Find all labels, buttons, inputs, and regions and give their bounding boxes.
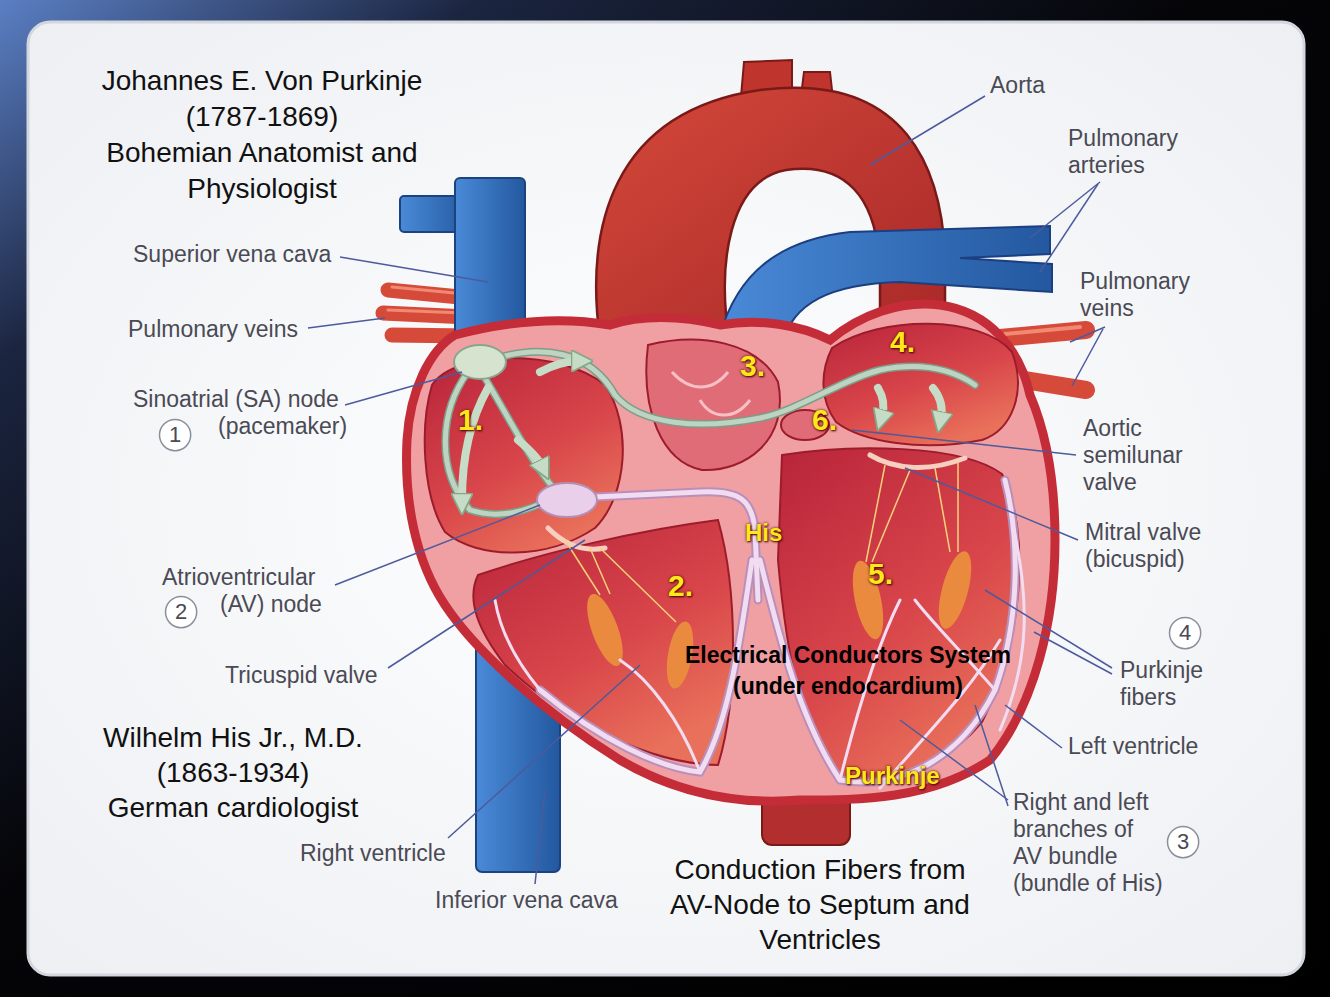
step-number: 3. bbox=[740, 349, 765, 383]
flow-arrow bbox=[518, 440, 542, 466]
part-label: Purkinje fibers bbox=[1120, 657, 1203, 711]
chorda bbox=[866, 465, 885, 562]
purkinje-fibres bbox=[495, 520, 1024, 788]
ventricular-conduction bbox=[495, 480, 1024, 788]
leader-line bbox=[905, 468, 1078, 540]
system-note: Electrical Conductors System (under endo… bbox=[685, 640, 1011, 702]
leader-line bbox=[535, 790, 545, 884]
sa-node bbox=[454, 345, 506, 379]
purkinje-fibre bbox=[620, 660, 700, 772]
leader-line bbox=[448, 665, 640, 838]
conduction-fibres bbox=[540, 480, 1015, 782]
part-label: Left ventricle bbox=[1068, 733, 1198, 760]
callout-number: 4 bbox=[1179, 621, 1191, 645]
vein-highlight bbox=[388, 310, 463, 313]
part-label: Superior vena cava bbox=[133, 241, 331, 268]
circle-shape bbox=[165, 596, 196, 627]
step-number: 5. bbox=[868, 557, 893, 591]
leader-line bbox=[852, 430, 1076, 455]
leader-line bbox=[345, 372, 462, 405]
leader-line bbox=[1072, 329, 1103, 386]
heart-wall bbox=[407, 304, 1055, 801]
papillary-muscle bbox=[580, 590, 630, 670]
panel bbox=[28, 22, 1304, 975]
callout-number: 3 bbox=[1177, 830, 1189, 854]
vein-highlight bbox=[1005, 327, 1080, 334]
part-label: Right ventricle bbox=[300, 840, 446, 867]
valve-cusps bbox=[672, 372, 750, 415]
left-bundle-branch bbox=[760, 480, 1015, 782]
step-number: 2. bbox=[668, 569, 693, 603]
circle-shape bbox=[159, 419, 190, 450]
flow-arrow bbox=[540, 361, 578, 372]
leader-line bbox=[340, 257, 488, 282]
pulmonary-valve bbox=[646, 340, 780, 470]
leader-line bbox=[975, 705, 1008, 806]
flow-arrow bbox=[878, 388, 884, 416]
leader-line bbox=[335, 505, 540, 585]
callout-circle: 4 bbox=[1168, 616, 1202, 650]
callout-circle: 1 bbox=[158, 418, 192, 452]
biography-note: Johannes E. Von Purkinje (1787-1869) Boh… bbox=[102, 63, 423, 207]
part-label: Aorta bbox=[990, 72, 1045, 99]
circle-shape bbox=[1167, 826, 1198, 857]
av-node bbox=[537, 483, 597, 517]
part-label: Right and left branches of AV bundle (bu… bbox=[1013, 789, 1163, 897]
leader-line bbox=[1005, 705, 1062, 748]
leader-line bbox=[1030, 182, 1100, 238]
tract bbox=[485, 378, 555, 490]
branch-outline bbox=[760, 480, 1015, 782]
callout-number: 1 bbox=[169, 423, 181, 447]
chorda bbox=[600, 548, 676, 622]
caption: Conduction Fibers from AV-Node to Septum… bbox=[670, 852, 970, 957]
part-label: Pulmonary arteries bbox=[1068, 125, 1178, 179]
purkinje-fibre bbox=[495, 600, 540, 690]
step-number: 1. bbox=[458, 403, 483, 437]
callout-circle: 2 bbox=[164, 595, 198, 629]
chorda bbox=[872, 470, 910, 562]
flow-arrows bbox=[462, 361, 942, 500]
part-label: Tricuspid valve bbox=[225, 662, 378, 689]
part-label: Pulmonary veins bbox=[128, 316, 298, 343]
part-label: Mitral valve (bicuspid) bbox=[1085, 519, 1201, 573]
callout-circle: 3 bbox=[1166, 825, 1200, 859]
leader-line bbox=[388, 540, 585, 668]
chorda bbox=[565, 540, 600, 595]
part-label: Sinoatrial (SA) node bbox=[133, 386, 339, 413]
purkinje-fibre bbox=[1000, 520, 1024, 730]
left-atrium bbox=[823, 324, 1017, 445]
papillary-muscle bbox=[932, 548, 978, 632]
tract-outline bbox=[485, 378, 555, 490]
tract-outline bbox=[498, 352, 975, 424]
part-label: Aortic semilunar valve bbox=[1083, 415, 1183, 496]
step-number: 6. bbox=[812, 403, 837, 437]
chordae-tendineae bbox=[565, 462, 958, 622]
part-label: (pacemaker) bbox=[218, 413, 347, 440]
part-label: Pulmonary veins bbox=[1080, 268, 1190, 322]
leader-line bbox=[1040, 184, 1098, 272]
part-label: Inferior vena cava bbox=[435, 887, 618, 914]
callout-number: 2 bbox=[175, 600, 187, 624]
leader-line bbox=[870, 96, 985, 165]
tract bbox=[498, 352, 975, 424]
structure-tag: Purkinje bbox=[845, 759, 940, 793]
leader-line bbox=[1034, 632, 1112, 674]
leader-lines bbox=[308, 96, 1112, 884]
flow-arrow bbox=[933, 388, 942, 418]
part-label: Atrioventricular bbox=[162, 564, 315, 591]
chorda bbox=[935, 468, 950, 552]
part-label: (AV) node bbox=[220, 591, 322, 618]
biography-note: Wilhelm His Jr., M.D. (1863-1934) German… bbox=[103, 720, 363, 825]
leader-line bbox=[308, 318, 385, 328]
chorda bbox=[957, 462, 959, 552]
circle-shape bbox=[1169, 617, 1200, 648]
right-atrium bbox=[425, 358, 623, 553]
conduction-outline bbox=[540, 480, 1015, 782]
step-number: 4. bbox=[890, 325, 915, 359]
structure-tag: His bbox=[745, 516, 782, 550]
